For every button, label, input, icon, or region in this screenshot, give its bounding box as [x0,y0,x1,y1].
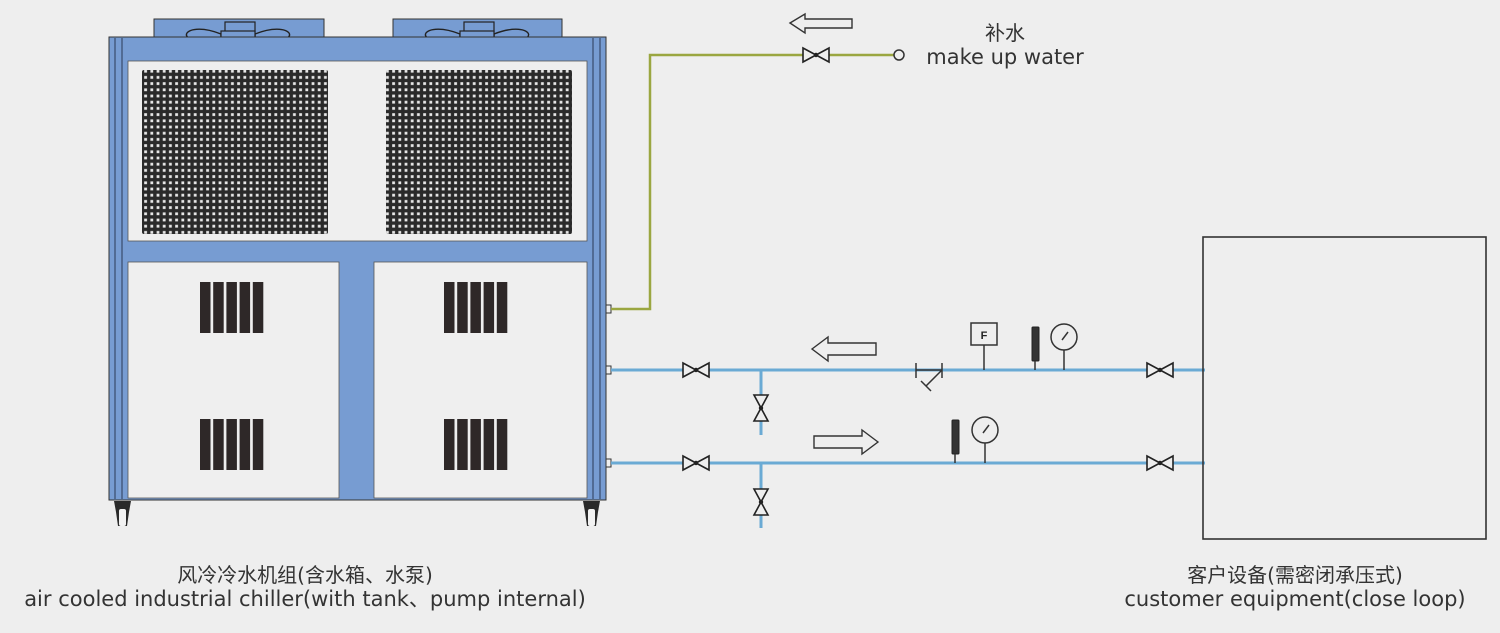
vent-slot [470,419,481,470]
vent-slot [200,282,211,333]
vent-slot [252,419,264,470]
makeup-port [605,304,612,314]
makeup-valve-icon [802,46,830,64]
customer-supply-valve-icon [1146,454,1174,472]
condenser-grille-left [142,70,328,234]
chiller-label-en: air cooled industrial chiller(with tank、… [24,587,586,611]
vent-slot [226,282,237,333]
vent-grille [444,419,508,470]
vent-slot [213,282,224,333]
return-port [605,365,612,375]
return-bypass-valve-icon [752,394,770,422]
vent-slot [496,282,508,333]
customer-label-cn: 客户设备(需密闭承压式) [1187,563,1403,587]
vent-slot [213,419,224,470]
return-line: F [611,322,1205,435]
makeup-water-label-cn: 补水 [985,21,1025,45]
vent-slot [444,419,455,470]
customer-equipment-label: 客户设备(需密闭承压式) customer equipment(close lo… [1090,563,1500,612]
flow-switch-icon: F [970,322,998,370]
vent-grilles [200,282,508,470]
supply-bypass-valve-icon [752,488,770,516]
supply-valve-icon [682,454,710,472]
customer-equipment-box [1202,236,1487,540]
customer-label-en: customer equipment(close loop) [1124,587,1466,611]
vent-slot [252,282,264,333]
chiller-label-cn: 风冷冷水机组(含水箱、水泵) [177,563,433,587]
vent-grille [200,419,264,470]
vent-slot [226,419,237,470]
flow-arrow-left-icon [788,12,853,35]
vent-grille [200,282,264,333]
vent-grille [444,282,508,333]
flow-arrow-right-icon [813,428,880,456]
vent-slot [239,419,251,470]
vent-slot [200,419,211,470]
supply-line [611,416,1205,528]
thermometer-icon [951,419,960,463]
chiller-label: 风冷冷水机组(含水箱、水泵) air cooled industrial chi… [0,563,610,612]
vent-slot [470,282,481,333]
caster-left [114,501,131,526]
makeup-water-label-en: make up water [926,45,1084,69]
flow-arrow-left-icon [810,335,877,363]
vent-slot [239,282,251,333]
vent-slot [483,419,495,470]
condenser-grille-right [386,70,572,234]
makeup-water-label: 补水 make up water [900,21,1110,70]
vent-slot [457,282,468,333]
strainer-icon [915,363,943,392]
return-valve-icon [682,361,710,379]
vent-slot [483,282,495,333]
pressure-gauge-icon [971,416,999,463]
chiller-unit [108,18,612,526]
makeup-water-line [611,12,905,311]
supply-port [605,458,612,468]
thermometer-icon [1031,326,1040,370]
vent-slot [457,419,468,470]
pressure-gauge-icon [1050,323,1078,370]
vent-slot [496,419,508,470]
makeup-inlet-icon [893,49,905,61]
caster-right [583,501,600,526]
vent-slot [444,282,455,333]
flow-switch-label: F [981,330,988,342]
customer-return-valve-icon [1146,361,1174,379]
